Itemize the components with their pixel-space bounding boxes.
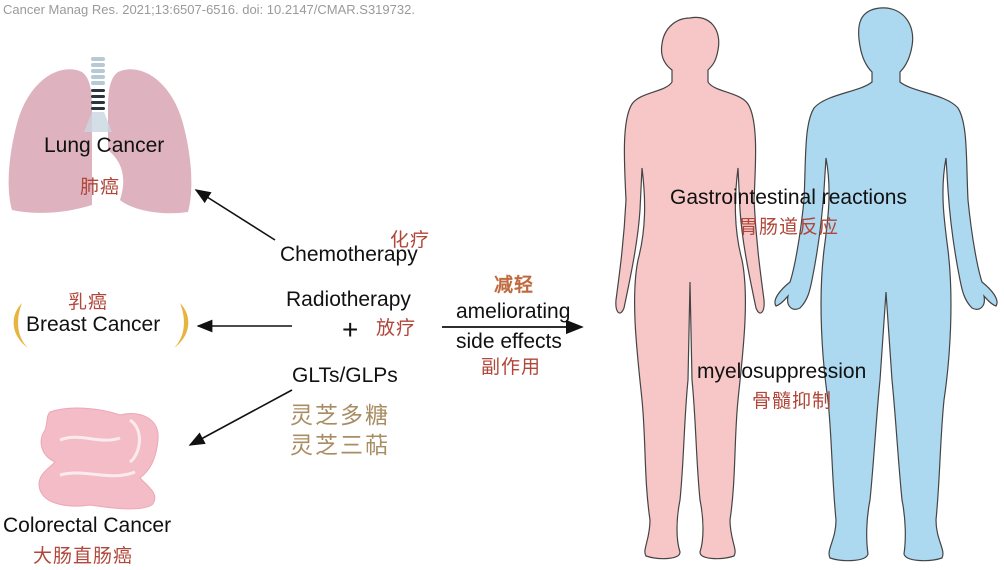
- myelosuppression-cn-label: 骨髓抑制: [752, 390, 833, 412]
- chemotherapy-cn-label: 化疗: [390, 229, 431, 251]
- citation-text: Cancer Manag Res. 2021;13:6507-6516. doi…: [3, 2, 415, 17]
- side-effects-label: side effects: [456, 330, 562, 353]
- colorectal-cancer-cn-label: 大肠直肠癌: [33, 545, 134, 567]
- lungs-icon: [8, 57, 192, 214]
- gastrointestinal-cn-label: 胃肠道反应: [739, 216, 840, 238]
- radiotherapy-cn-label: 放疗: [376, 317, 417, 339]
- ameliorating-label: ameliorating: [456, 300, 571, 323]
- side-effects-cn-label: 副作用: [481, 356, 542, 378]
- female-body-icon: [615, 16, 765, 560]
- glts-glps-label: GLTs/GLPs: [292, 364, 398, 387]
- intestine-icon: [38, 407, 159, 510]
- breast-cancer-cn-label: 乳癌: [68, 291, 109, 313]
- chemotherapy-label: Chemotherapy: [280, 243, 418, 266]
- ameliorate-cn-label: 减轻: [494, 274, 535, 296]
- gastrointestinal-label: Gastrointestinal reactions: [670, 186, 907, 209]
- male-body-icon: [774, 7, 998, 562]
- lung-cancer-label: Lung Cancer: [44, 134, 165, 157]
- radiotherapy-label: Radiotherapy: [286, 288, 411, 311]
- colorectal-cancer-label: Colorectal Cancer: [3, 514, 172, 537]
- myelosuppression-label: myelosuppression: [697, 360, 867, 383]
- lung-cancer-cn-label: 肺癌: [80, 176, 121, 198]
- arrow-to-colorectal: [188, 389, 293, 446]
- ganoderma-triterpene-label: 灵芝三萜: [290, 433, 390, 459]
- breast-ribbon-icon: [13, 303, 189, 348]
- plus-sign: +: [342, 314, 359, 345]
- ganoderma-polysaccharide-label: 灵芝多糖: [290, 403, 390, 429]
- breast-cancer-label: Breast Cancer: [26, 313, 161, 336]
- arrow-to-lung: [194, 189, 276, 241]
